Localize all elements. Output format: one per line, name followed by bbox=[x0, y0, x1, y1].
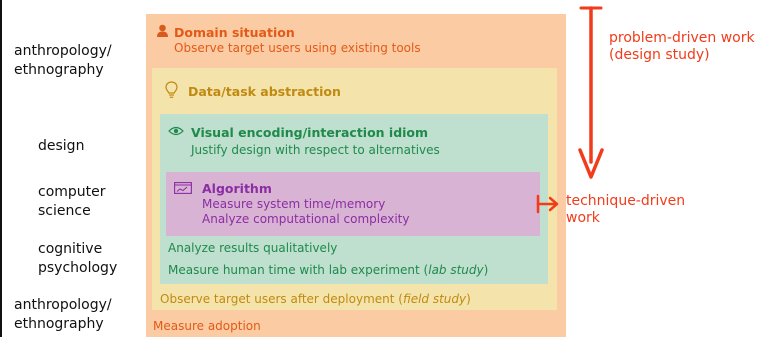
discipline-line: ethnography bbox=[14, 316, 104, 332]
discipline-computer-science: computer science bbox=[38, 183, 166, 221]
left-divider-line bbox=[0, 0, 2, 337]
idiom-subtitle: Justify design with respect to alternati… bbox=[191, 143, 440, 157]
eye-icon bbox=[168, 126, 184, 136]
idiom-bottom-prefix: Measure human time with lab experiment ( bbox=[168, 263, 429, 277]
problem-driven-line: (design study) bbox=[609, 47, 710, 63]
chart-window-icon bbox=[174, 182, 192, 194]
discipline-line: design bbox=[38, 138, 85, 154]
technique-driven-arrow bbox=[536, 194, 559, 214]
abstraction-bottom-suffix: ) bbox=[466, 292, 471, 306]
discipline-anthropology-bottom: anthropology/ ethnography bbox=[14, 296, 142, 334]
discipline-line: anthropology/ bbox=[14, 297, 112, 313]
idiom-bottom-text-2: Measure human time with lab experiment (… bbox=[168, 263, 488, 277]
problem-driven-arrow bbox=[578, 6, 604, 179]
lightbulb-icon bbox=[165, 81, 178, 98]
algorithm-line-1: Measure system time/memory bbox=[202, 197, 386, 211]
algorithm-box: Algorithm Measure system time/memory Ana… bbox=[166, 172, 540, 236]
domain-subtitle: Observe target users using existing tool… bbox=[174, 41, 421, 55]
discipline-line: psychology bbox=[38, 260, 118, 276]
problem-driven-label: problem-driven work (design study) bbox=[609, 30, 755, 64]
abstraction-bottom-text: Observe target users after deployment (f… bbox=[160, 292, 471, 306]
discipline-anthropology-top: anthropology/ ethnography bbox=[14, 42, 142, 80]
algorithm-line-2: Analyze computational complexity bbox=[202, 212, 410, 226]
lab-study-label: lab study bbox=[428, 263, 484, 277]
person-icon bbox=[157, 24, 168, 37]
idiom-bottom-text-1: Analyze results qualitatively bbox=[168, 241, 338, 255]
field-study-label: field study bbox=[402, 292, 467, 306]
algorithm-title: Algorithm bbox=[202, 181, 272, 196]
idiom-title: Visual encoding/interaction idiom bbox=[191, 125, 429, 140]
discipline-cognitive-psychology: cognitive psychology bbox=[38, 240, 166, 278]
discipline-design: design bbox=[38, 137, 166, 156]
technique-driven-label: technique-driven work bbox=[566, 193, 685, 227]
domain-title: Domain situation bbox=[174, 25, 295, 40]
abstraction-title: Data/task abstraction bbox=[188, 84, 341, 99]
discipline-line: computer bbox=[38, 184, 106, 200]
problem-driven-line: problem-driven work bbox=[609, 30, 755, 46]
technique-driven-line: technique-driven bbox=[566, 193, 686, 209]
discipline-line: ethnography bbox=[14, 62, 104, 78]
discipline-line: science bbox=[38, 203, 91, 219]
technique-driven-line: work bbox=[566, 210, 600, 226]
abstraction-bottom-prefix: Observe target users after deployment ( bbox=[160, 292, 403, 306]
domain-bottom-text: Measure adoption bbox=[153, 319, 261, 333]
discipline-line: cognitive bbox=[38, 241, 103, 257]
discipline-line: anthropology/ bbox=[14, 43, 112, 59]
idiom-bottom-suffix: ) bbox=[483, 263, 489, 277]
